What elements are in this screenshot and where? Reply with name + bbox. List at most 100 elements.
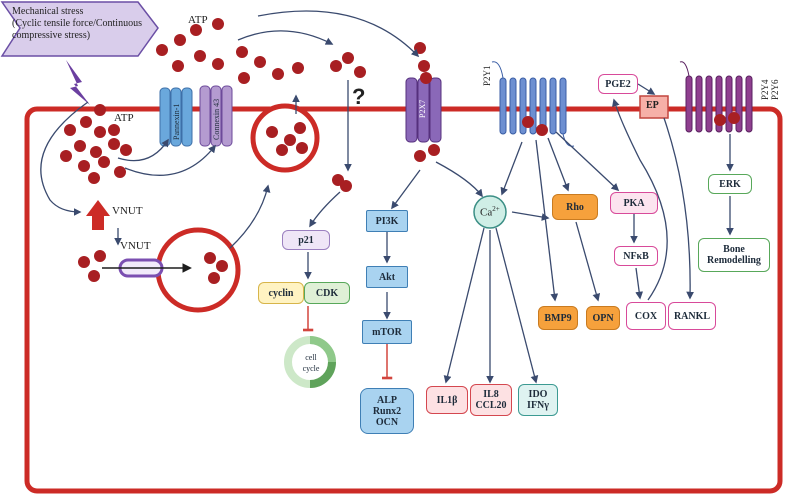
vnut-upper-label: VNUT [112,205,143,217]
atp-dot [172,60,184,72]
calcium-circle [473,195,507,229]
atp-dot [266,126,278,138]
atp-dot [414,42,426,54]
stimulus-line-2: (Cyclic tensile force/Continuous [12,18,142,29]
atp-dot [114,166,126,178]
atp-dot [536,124,548,136]
p2y6-label: P2Y6 [770,79,780,100]
p2y4-p2y6-receptor [679,61,753,133]
il8-ccl20-node: IL8 CCL20 [470,384,512,416]
arrow-ep-to-rankl [663,117,695,300]
bmp9-node: BMP9 [538,306,578,330]
arrow-ca-to-il1b [443,227,485,384]
atp-outside-label: ATP [188,14,208,26]
il8-text: IL8 [483,389,499,400]
atp-dot [78,160,90,172]
atp-dot [296,142,308,154]
calcium-text: Ca [480,206,493,219]
atp-dot [88,172,100,184]
lightning-icon [66,60,90,105]
atp-dot [108,124,120,136]
atp-dot [354,66,366,78]
calcium-superscript: 2+ [492,205,500,213]
cox-node: COX [626,302,666,330]
cell-cycle-label: cell cycle [296,350,326,376]
ido-text: IDO [528,389,548,400]
arrow-p2y1-to-ca [500,141,523,196]
arrow-stress-to-cell [40,101,89,216]
ccl20-text: CCL20 [475,400,507,411]
alp-runx2-ocn-node: ALP Runx2 OCN [360,388,414,434]
ocn-text: OCN [375,416,399,428]
atp-dot [174,34,186,46]
atp-dot [714,114,726,126]
opn-node: OPN [586,306,620,330]
il1b-node: IL1β [426,386,468,414]
atp-dot [272,68,284,80]
bone-remodelling-node: Bone Remodelling [698,238,770,272]
arrow-vesicle-to-membrane [229,184,271,249]
p2x7-receptor [405,77,442,143]
atp-dot [94,126,106,138]
p2y1-receptor [491,61,575,147]
atp-dot [418,60,430,72]
atp-dot [190,24,202,36]
atp-inside-label: ATP [114,112,134,124]
atp-dot [236,46,248,58]
mechanical-stress-banner [0,1,159,105]
erk-node: ERK [708,174,752,194]
arrow-atp-to-connexin [124,144,216,176]
inhibition-lines [302,306,393,380]
atp-dot [60,150,72,162]
ep-receptor [639,95,669,119]
atp-dot [64,124,76,136]
runx2-text: Runx2 [372,405,402,417]
cell-membrane [24,106,783,494]
arrow-p2x-to-pi3k [391,169,421,210]
atp-dot [98,156,110,168]
arrow-p2y1-to-bmp9 [535,139,559,302]
cell-cycle-line-1: cell [305,353,317,362]
atp-dot [108,138,120,150]
calcium-label: Ca2+ [480,205,500,219]
connexin-label: Connexin 43 [212,98,221,140]
vnut-lower-label: VNUT [120,240,151,252]
atp-molecules [60,18,740,284]
mtor-node: mTOR [362,320,412,344]
atp-dot [194,50,206,62]
atp-dot [284,134,296,146]
cell-cycle-line-2: cycle [302,364,320,373]
atp-dot [120,144,132,156]
stimulus-label: Mechanical stress (Cyclic tensile force/… [12,6,142,42]
question-mark: ? [352,84,366,109]
p2y1-label: P2Y1 [482,65,492,86]
arrow-rho-to-opn [575,221,601,302]
atp-dot [94,104,106,116]
pathway-arrows [40,10,734,384]
remodelling-text: Remodelling [707,255,761,266]
akt-node: Akt [366,266,408,288]
stimulus-line-3: compressive stress) [12,30,91,41]
bone-text: Bone [723,244,745,255]
arrow-p2x-to-ca [435,161,483,198]
cell-cycle-icon [284,336,336,388]
atp-dot [428,144,440,156]
atp-dot [340,180,352,192]
ifng-text: IFNγ [527,400,549,411]
p2x7-label: P2X7 [418,99,427,118]
atp-dot [276,144,288,156]
rho-node: Rho [552,194,598,220]
arrow-cox-to-pge2 [612,98,668,301]
atp-dot [208,272,220,284]
cdk-node: CDK [304,282,350,304]
atp-dot [294,122,306,134]
atp-dot [88,270,100,282]
atp-dot [238,72,250,84]
arrow-atp-to-top [237,30,334,45]
rankl-node: RANKL [668,302,716,330]
atp-dot [80,116,92,128]
atp-dot [414,150,426,162]
arrow-top-to-p2x [257,10,420,58]
ido-ifng-node: IDO IFNγ [518,384,558,416]
atp-dot [254,56,266,68]
